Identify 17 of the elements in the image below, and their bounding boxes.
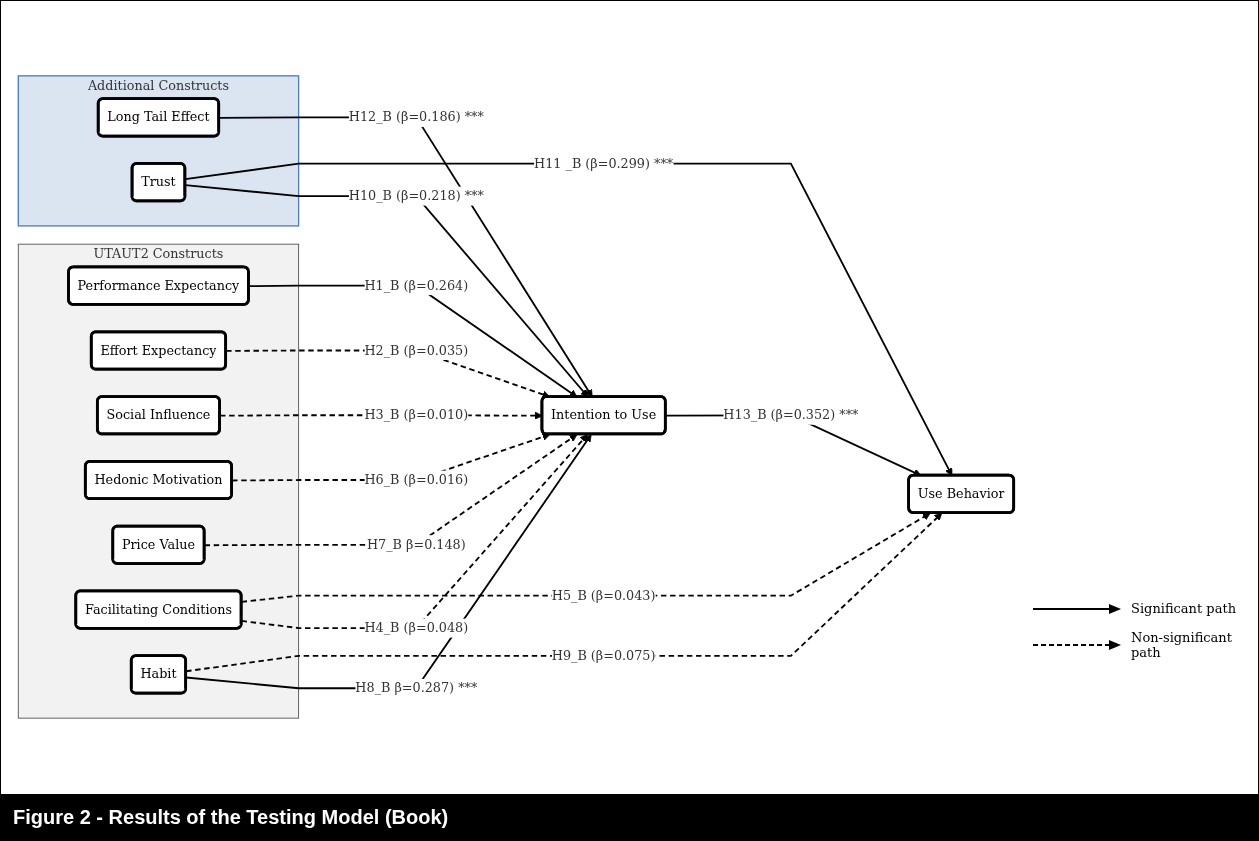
edge-label: H10_B (β=0.218) *** xyxy=(348,188,484,203)
arrow xyxy=(185,512,943,673)
edge-label: H8_B β=0.287) *** xyxy=(355,680,478,696)
legend-text: Non-significant path xyxy=(1131,630,1233,660)
edge-label: H13_B (β=0.352) *** xyxy=(723,407,859,423)
edge-label: H1_B (β=0.264) xyxy=(364,277,469,293)
edge-label: H5_B (β=0.043) xyxy=(551,587,656,603)
edge-label: H6_B (β=0.016) xyxy=(364,472,469,487)
edge-label: H11 _B (β=0.299) *** xyxy=(534,155,674,171)
edge-label: H12_B (β=0.186) *** xyxy=(348,109,484,125)
edge-label: H9_B (β=0.075) xyxy=(551,648,656,663)
legend-text: Significant path xyxy=(1131,601,1236,616)
edge-label: H3_B (β=0.010) xyxy=(364,407,469,423)
edge-label: H4_B (β=0.048) xyxy=(364,620,469,635)
edge-label: H2_B (β=0.035) xyxy=(364,342,469,358)
figure-caption: Figure 2 - Results of the Testing Model (Book) xyxy=(1,794,1258,840)
edge-label: H7_B β=0.148) xyxy=(366,537,466,552)
